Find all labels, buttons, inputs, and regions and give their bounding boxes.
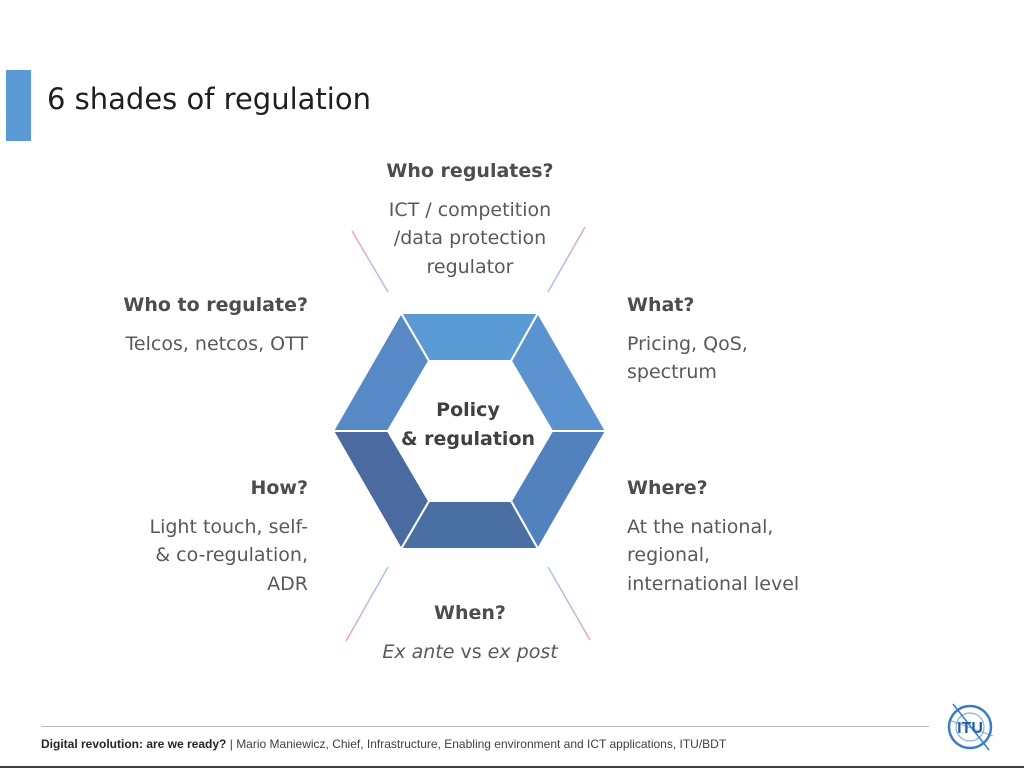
footer-text: Digital revolution: are we ready? | Mari… (41, 737, 726, 751)
slide-title: 6 shades of regulation (47, 82, 371, 116)
hex-segment-top-left (331, 311, 431, 432)
connector-top-left (351, 230, 389, 293)
segment-when: When? Ex ante vs ex post (350, 599, 590, 666)
footer-divider (41, 726, 929, 727)
center-line-1: Policy (436, 399, 500, 421)
what-line-2: spectrum (627, 361, 717, 383)
how-line-3: ADR (267, 572, 308, 595)
connector-top-right (547, 226, 586, 293)
how-line-1: Light touch, self- (149, 515, 308, 538)
hexagon-center-label: Policy & regulation (396, 396, 540, 454)
connector-bottom-right (547, 566, 591, 641)
how-heading: How? (250, 477, 308, 499)
where-line-3: international level (627, 572, 800, 595)
title-accent-bar (6, 70, 31, 141)
who-regulates-heading: Who regulates? (386, 160, 554, 182)
where-line-1: At the national, (627, 515, 774, 538)
center-line-2: & regulation (400, 428, 536, 450)
when-ex-ante: Ex ante (382, 640, 455, 663)
segment-how: How? Light touch, self- & co-regulation,… (100, 474, 308, 598)
itu-logo-icon: ITU (947, 703, 994, 751)
who-regulates-line-3: regulator (426, 255, 514, 278)
how-line-2: & co-regulation, (155, 544, 308, 566)
segment-where: Where? At the national, regional, intern… (627, 474, 847, 598)
when-vs: vs (454, 640, 488, 663)
where-heading: Where? (627, 477, 708, 499)
segment-who-regulates: Who regulates? ICT / competition /data p… (360, 157, 580, 281)
footer-separator: | (226, 737, 237, 751)
who-to-regulate-heading: Who to regulate? (123, 294, 308, 316)
footer-title: Digital revolution: are we ready? (41, 737, 227, 751)
segment-who-to-regulate: Who to regulate? Telcos, netcos, OTT (100, 291, 308, 358)
where-line-2: regional, (627, 544, 711, 566)
segment-what: What? Pricing, QoS, spectrum (627, 291, 827, 387)
who-regulates-line-1: ICT / competition (388, 198, 552, 221)
when-heading: When? (434, 602, 506, 624)
who-regulates-line-2: /data protection (393, 227, 547, 249)
when-line: Ex ante vs ex post (350, 638, 590, 667)
who-to-regulate-line-1: Telcos, netcos, OTT (125, 332, 308, 355)
connector-bottom-left (345, 566, 389, 642)
itu-logo-text: ITU (957, 720, 983, 737)
footer-author: Mario Maniewicz, Chief, Infrastructure, … (236, 737, 727, 751)
what-line-1: Pricing, QoS, (627, 332, 748, 355)
what-heading: What? (627, 294, 695, 316)
footer-bottom-rule (0, 766, 1024, 768)
when-ex-post: ex post (487, 640, 558, 663)
